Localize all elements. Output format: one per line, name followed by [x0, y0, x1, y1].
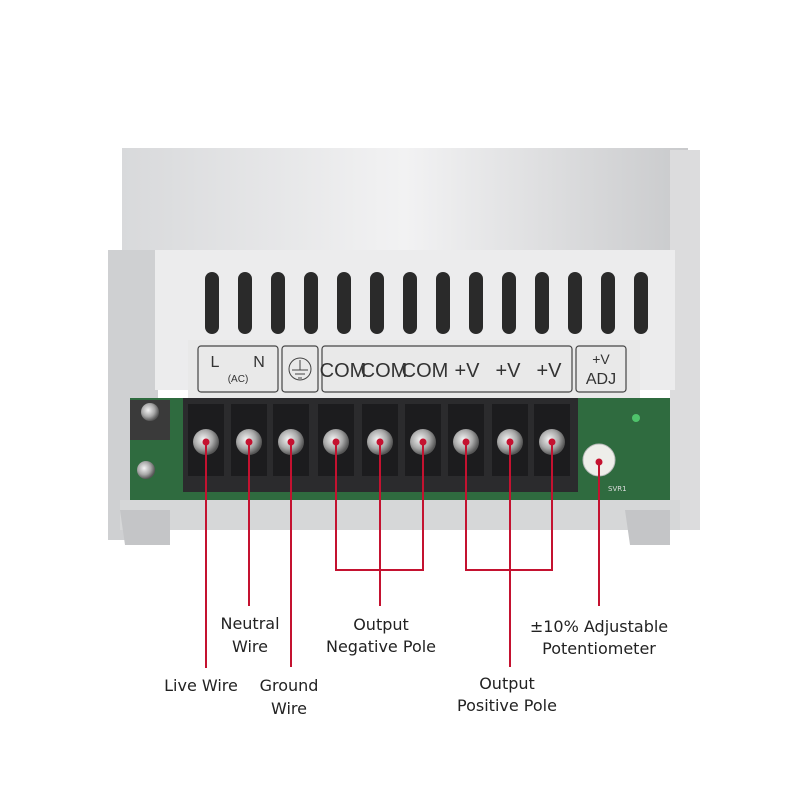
board-label: SVR1: [608, 485, 627, 493]
terminal-label-strip: L N (AC) COM COM COM +V +V +V +V ADJ: [188, 340, 640, 398]
svg-text:+V: +V: [536, 360, 562, 382]
live-wire-label: Live Wire: [164, 676, 238, 695]
callout-lines: [202, 438, 603, 668]
positive-pole-label: Output: [479, 674, 535, 693]
positive-pole-label: Positive Pole: [457, 696, 557, 715]
ground-wire-label: Ground: [260, 676, 319, 695]
svg-text:+V: +V: [495, 360, 521, 382]
ground-symbol-icon: [281, 345, 319, 393]
neutral-wire-label: Wire: [232, 637, 268, 656]
mounting-screw-icon: [137, 461, 155, 479]
led-indicator: [632, 414, 640, 422]
svg-text:COM: COM: [402, 360, 449, 382]
svg-text:N: N: [253, 354, 265, 371]
neutral-wire-label: Neutral: [220, 614, 279, 633]
svg-text:(AC): (AC): [228, 374, 249, 385]
svg-text:COM: COM: [320, 360, 367, 382]
negative-pole-label: Output: [353, 615, 409, 634]
negative-pole-label: Negative Pole: [326, 637, 436, 656]
svg-text:COM: COM: [361, 360, 408, 382]
potentiometer-label: Potentiometer: [542, 639, 656, 658]
mounting-screw-icon: [141, 403, 159, 421]
ground-wire-label: Wire: [271, 699, 307, 718]
potentiometer-label: ±10% Adjustable: [530, 617, 668, 636]
svg-text:+V: +V: [592, 351, 610, 367]
svg-text:ADJ: ADJ: [586, 371, 616, 388]
svg-text:+V: +V: [454, 360, 480, 382]
svg-text:L: L: [211, 354, 220, 371]
